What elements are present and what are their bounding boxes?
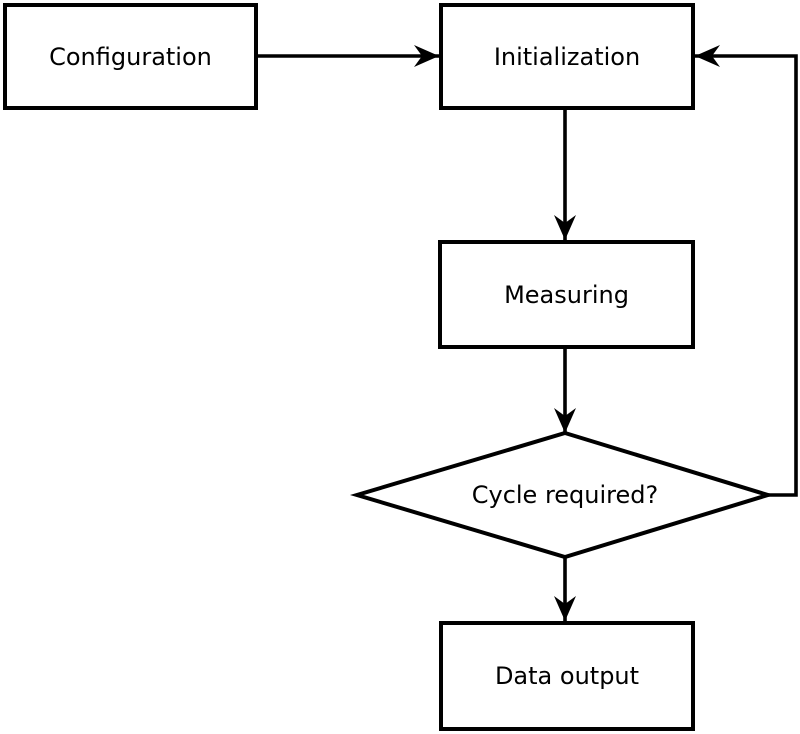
edge-decision-loop-to-initialization [695,45,798,497]
node-data-output-label: Data output [494,662,640,690]
decision-diamond-shape [349,430,775,560]
node-initialization: Initialization [439,3,695,110]
node-initialization-label: Initialization [493,42,641,71]
node-configuration: Configuration [3,3,258,110]
node-measuring-label: Measuring [504,280,629,309]
node-configuration-label: Configuration [49,42,212,71]
node-measuring: Measuring [438,240,695,349]
node-data-output: Data output [439,621,695,731]
